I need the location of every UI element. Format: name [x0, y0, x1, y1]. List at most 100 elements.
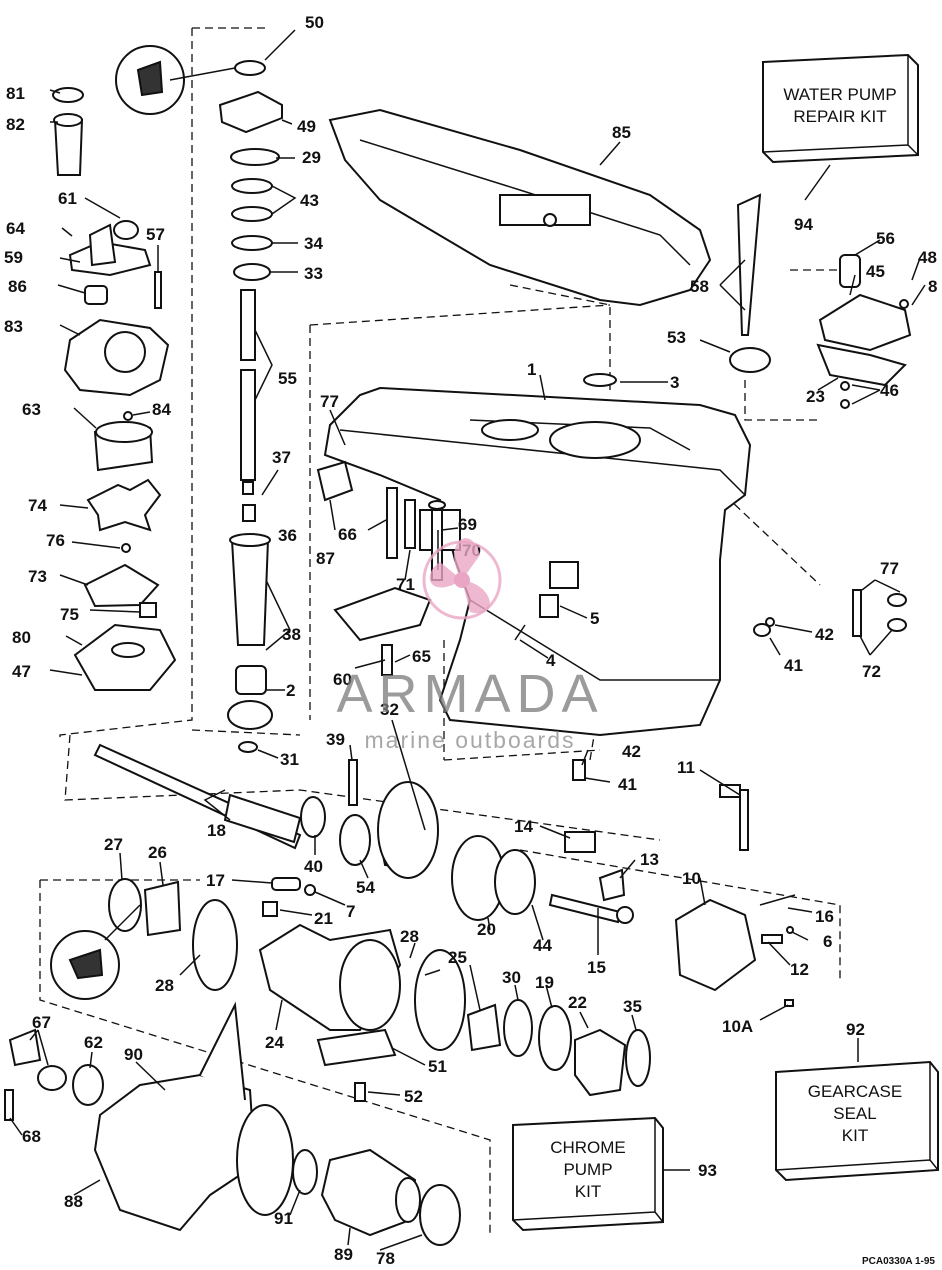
callout-66: 66 [338, 525, 357, 544]
callout-94: 94 [794, 215, 813, 234]
bearing-carrier [4, 877, 651, 1121]
callout-15: 15 [587, 958, 606, 977]
chrome-pump-kit-line-2: PUMP [563, 1160, 612, 1179]
callout-78: 78 [376, 1249, 395, 1268]
callout-90: 90 [124, 1045, 143, 1064]
gearcase-seal-kit-box: GEARCASE SEAL KIT [775, 1060, 939, 1182]
callout-54: 54 [356, 878, 375, 897]
water-pump-kit-line-1: WATER PUMP [783, 85, 896, 104]
chrome-pump-kit-line-1: CHROME [550, 1138, 626, 1157]
callout-58: 58 [690, 277, 709, 296]
water-pump-kit-box: WATER PUMP REPAIR KIT [762, 53, 919, 164]
callout-8: 8 [928, 277, 937, 296]
callout-56: 56 [876, 229, 895, 248]
chrome-pump-kit-line-3: KIT [575, 1182, 601, 1201]
callout-5: 5 [590, 609, 599, 628]
callout-83: 83 [4, 317, 23, 336]
callout-42-right: 42 [815, 625, 834, 644]
callout-35: 35 [623, 997, 642, 1016]
callout-32: 32 [380, 700, 399, 719]
callout-53: 53 [667, 328, 686, 347]
callout-52: 52 [404, 1087, 423, 1106]
exhaust-plate [328, 108, 712, 307]
callout-33: 33 [304, 264, 323, 283]
callout-20: 20 [477, 920, 496, 939]
callout-numbers: 50 81 82 49 29 43 34 33 61 64 57 59 86 8… [4, 13, 937, 1268]
callout-48: 48 [918, 248, 937, 267]
armada-watermark: ARMADA marine outboards [336, 538, 598, 753]
callout-leaders [9, 29, 926, 1251]
callout-28-left: 28 [155, 976, 174, 995]
callout-67: 67 [32, 1013, 51, 1032]
callout-13: 13 [640, 850, 659, 869]
callout-59: 59 [4, 248, 23, 267]
callout-43: 43 [300, 191, 319, 210]
callout-87: 87 [316, 549, 335, 568]
callout-19: 19 [535, 973, 554, 992]
gearcase-housing [323, 386, 752, 737]
callout-28-right: 28 [400, 927, 419, 946]
gearcase-seal-kit-line-3: KIT [842, 1126, 868, 1145]
callout-6: 6 [823, 932, 832, 951]
driveshaft-stack [218, 60, 283, 753]
callout-88: 88 [64, 1192, 83, 1211]
callout-24: 24 [265, 1033, 284, 1052]
callout-23: 23 [806, 387, 825, 406]
callout-34: 34 [304, 234, 323, 253]
callout-37: 37 [272, 448, 291, 467]
callout-77-top: 77 [320, 392, 339, 411]
callout-39: 39 [326, 730, 345, 749]
callout-22: 22 [568, 993, 587, 1012]
callout-64: 64 [6, 219, 25, 238]
callout-63: 63 [22, 400, 41, 419]
housing-fasteners [316, 460, 907, 781]
callout-7: 7 [346, 902, 355, 921]
callout-81: 81 [6, 84, 25, 103]
callout-72: 72 [862, 662, 881, 681]
callout-82: 82 [6, 115, 25, 134]
callout-17: 17 [206, 871, 225, 890]
callout-21: 21 [314, 909, 333, 928]
armada-logo-icon [422, 538, 502, 620]
callout-49: 49 [297, 117, 316, 136]
callout-62: 62 [84, 1033, 103, 1052]
callout-41-low: 41 [618, 775, 637, 794]
callout-29: 29 [302, 148, 321, 167]
callout-18: 18 [207, 821, 226, 840]
callout-50: 50 [305, 13, 324, 32]
callout-25: 25 [448, 948, 467, 967]
propshaft-gears [93, 743, 796, 1007]
chrome-pump-kit-box: CHROME PUMP KIT [512, 1116, 690, 1232]
gearcase-seal-kit-line-1: GEARCASE [808, 1082, 902, 1101]
gearcase-seal-kit-line-2: SEAL [833, 1104, 876, 1123]
reference-code: PCA0330A 1-95 [862, 1256, 935, 1267]
callout-57: 57 [146, 225, 165, 244]
callout-31: 31 [280, 750, 299, 769]
callout-89: 89 [334, 1245, 353, 1264]
callout-84: 84 [152, 400, 171, 419]
water-pump-kit-line-2: REPAIR KIT [793, 107, 886, 126]
callout-60: 60 [333, 670, 352, 689]
callout-30: 30 [502, 968, 521, 987]
callout-75: 75 [60, 605, 79, 624]
callout-3: 3 [670, 373, 679, 392]
jet-pump-housing [93, 1001, 461, 1246]
callout-91: 91 [274, 1209, 293, 1228]
callout-93: 93 [698, 1161, 717, 1180]
callout-73: 73 [28, 567, 47, 586]
callout-45: 45 [866, 262, 885, 281]
callout-16: 16 [815, 907, 834, 926]
callout-51: 51 [428, 1057, 447, 1076]
callout-69: 69 [458, 515, 477, 534]
callout-10A: 10A [722, 1017, 753, 1036]
callout-10: 10 [682, 869, 701, 888]
callout-77-right: 77 [880, 559, 899, 578]
callout-40: 40 [304, 857, 323, 876]
callout-11: 11 [677, 758, 695, 777]
callout-4: 4 [546, 651, 556, 670]
callout-74: 74 [28, 496, 47, 515]
callout-12: 12 [790, 960, 809, 979]
callout-46: 46 [880, 381, 899, 400]
watermark-tagline: marine outboards [365, 727, 576, 753]
